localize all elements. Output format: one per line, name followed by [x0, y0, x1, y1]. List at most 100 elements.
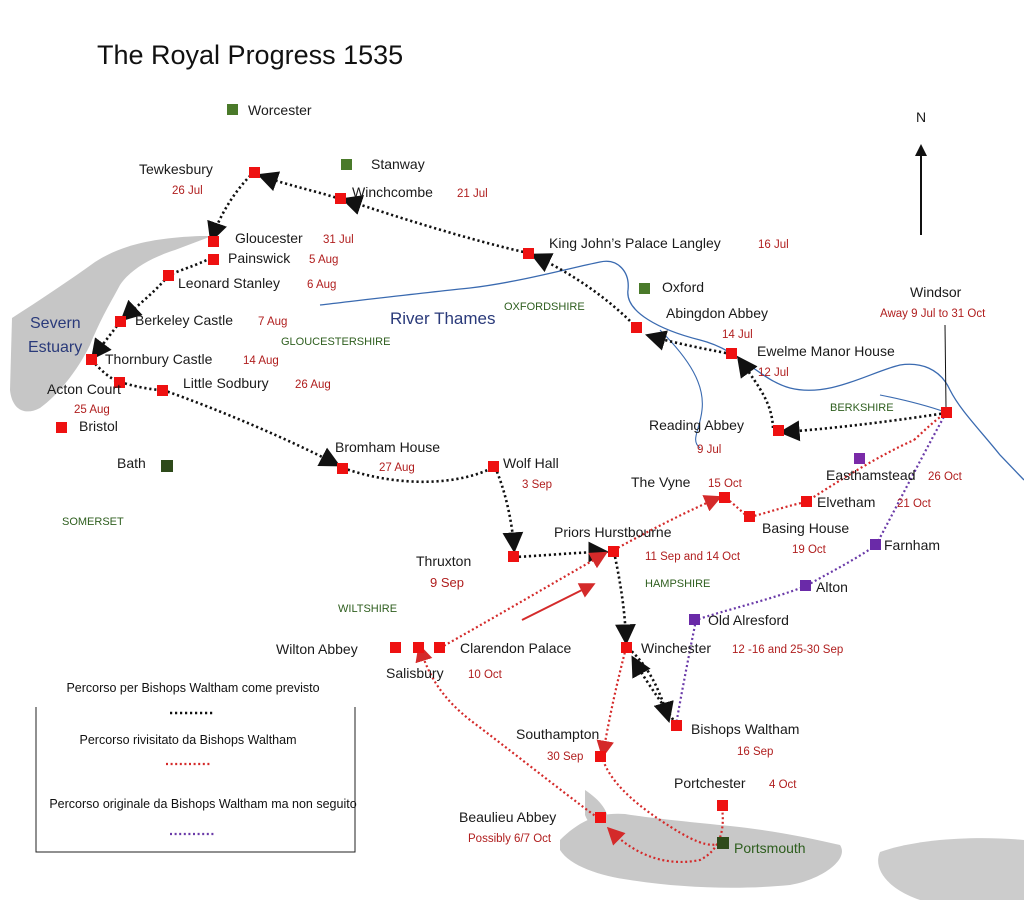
stop-windsor: Windsor Away 9 Jul to 31 Oct [880, 284, 986, 418]
svg-text:Little Sodbury: Little Sodbury [183, 375, 269, 391]
stop-thornbury-castle: Thornbury Castle 14 Aug [86, 351, 279, 367]
svg-text:Windsor: Windsor [910, 284, 962, 300]
stop-langley: King John’s Palace Langley 16 Jul [523, 235, 789, 259]
stop-basing-house: Basing House 19 Oct [744, 511, 849, 556]
svg-text:Beaulieu Abbey: Beaulieu Abbey [459, 809, 556, 825]
svg-text:Priors Hurstbourne: Priors Hurstbourne [554, 524, 672, 540]
stop-painswick: Painswick 5 Aug [208, 250, 338, 266]
town-bath: Bath [117, 455, 173, 472]
route-unused [674, 412, 947, 726]
svg-text:Clarendon Palace: Clarendon Palace [460, 640, 572, 656]
svg-text:The Vyne: The Vyne [631, 474, 691, 490]
svg-text:19 Oct: 19 Oct [792, 544, 827, 556]
legend-planned-label: Percorso per Bishops Waltham come previs… [66, 681, 319, 695]
stop-bromham-house: Bromham House 27 Aug [335, 439, 440, 474]
svg-text:21 Jul: 21 Jul [457, 188, 488, 200]
svg-text:Bristol: Bristol [79, 418, 118, 434]
svg-text:Portchester: Portchester [674, 775, 746, 791]
svg-text:Gloucester: Gloucester [235, 230, 303, 246]
svg-text:Ewelme Manor House: Ewelme Manor House [757, 343, 895, 359]
map-title: The Royal Progress 1535 [97, 40, 403, 70]
river-thames-branch [659, 329, 703, 449]
legend: Percorso per Bishops Waltham come previs… [35, 681, 357, 853]
svg-text:Bath: Bath [117, 455, 146, 471]
svg-text:26 Aug: 26 Aug [295, 379, 331, 391]
stop-the-vyne: The Vyne 15 Oct [631, 474, 743, 503]
stop-beaulieu-abbey: Beaulieu Abbey Possibly 6/7 Oct [459, 809, 606, 845]
svg-text:Salisbury: Salisbury [386, 665, 444, 681]
county-wiltshire: WILTSHIRE [338, 603, 397, 615]
svg-text:Southampton: Southampton [516, 726, 599, 742]
stop-bristol: Bristol [56, 418, 118, 434]
stop-elvetham: Elvetham 21 Oct [801, 494, 932, 510]
svg-text:Wolf Hall: Wolf Hall [503, 455, 559, 471]
svg-text:26 Jul: 26 Jul [172, 185, 203, 197]
svg-text:4 Oct: 4 Oct [769, 779, 797, 791]
svg-text:Portsmouth: Portsmouth [734, 840, 806, 856]
river-label: River Thames [390, 309, 496, 328]
svg-text:11 Sep and 14 Oct: 11 Sep and 14 Oct [645, 551, 741, 563]
svg-text:6 Aug: 6 Aug [307, 279, 336, 291]
county-somerset: SOMERSET [62, 516, 124, 528]
solent-coast-shape [560, 813, 842, 888]
svg-text:Bromham House: Bromham House [335, 439, 440, 455]
stop-priors-hurstbourne: Priors Hurstbourne 11 Sep and 14 Oct [554, 524, 741, 563]
stop-winchcombe: Winchcombe 21 Jul [335, 184, 488, 204]
unused-stop-farnham: Farnham [870, 537, 940, 553]
svg-text:Wilton Abbey: Wilton Abbey [276, 641, 358, 657]
stop-clarendon-palace: Clarendon Palace [434, 640, 572, 656]
svg-text:10 Oct: 10 Oct [468, 669, 503, 681]
north-label: N [916, 109, 926, 125]
town-portsmouth: Portsmouth [717, 837, 806, 856]
stop-acton-court: Acton Court 25 Aug [47, 377, 125, 416]
svg-text:Old Alresford: Old Alresford [708, 612, 789, 628]
svg-text:Stanway: Stanway [371, 156, 425, 172]
svg-text:12 -16 and 25-30 Sep: 12 -16 and 25-30 Sep [732, 644, 843, 656]
unused-stop-alton: Alton [800, 579, 848, 595]
svg-text:9 Jul: 9 Jul [697, 444, 721, 456]
svg-text:Reading Abbey: Reading Abbey [649, 417, 744, 433]
svg-text:Thornbury Castle: Thornbury Castle [105, 351, 213, 367]
town-oxford: Oxford [639, 279, 704, 295]
svg-text:5 Aug: 5 Aug [309, 254, 338, 266]
county-gloucestershire: GLOUCESTERSHIRE [281, 336, 390, 348]
svg-text:King John’s Palace Langley: King John’s Palace Langley [549, 235, 721, 251]
stop-easthamstead: Easthamstead 26 Oct [826, 453, 963, 483]
stop-winchester: Winchester 12 -16 and 25-30 Sep [621, 640, 843, 656]
svg-text:9 Sep: 9 Sep [430, 575, 464, 590]
north-arrow [915, 144, 927, 235]
estuary-label-line2: Estuary [28, 339, 82, 356]
svg-text:Abingdon Abbey: Abingdon Abbey [666, 305, 768, 321]
svg-text:Easthamstead: Easthamstead [826, 467, 916, 483]
svg-text:Painswick: Painswick [228, 250, 291, 266]
svg-text:14 Jul: 14 Jul [722, 329, 753, 341]
svg-text:31 Jul: 31 Jul [323, 234, 354, 246]
svg-text:Worcester: Worcester [248, 102, 312, 118]
stop-leonard-stanley: Leonard Stanley 6 Aug [163, 270, 336, 291]
stop-wilton-abbey: Wilton Abbey [276, 641, 401, 657]
svg-text:Possibly 6/7 Oct: Possibly 6/7 Oct [468, 833, 552, 845]
svg-text:25 Aug: 25 Aug [74, 404, 110, 416]
svg-text:Tewkesbury: Tewkesbury [139, 161, 213, 177]
svg-text:Winchcombe: Winchcombe [352, 184, 433, 200]
svg-text:21 Oct: 21 Oct [897, 498, 932, 510]
svg-text:Basing House: Basing House [762, 520, 849, 536]
stop-ewelme: Ewelme Manor House 12 Jul [726, 343, 895, 379]
county-hampshire: HAMPSHIRE [645, 578, 710, 590]
stop-little-sodbury: Little Sodbury 26 Aug [157, 375, 331, 396]
svg-text:Thruxton: Thruxton [416, 553, 471, 569]
svg-text:16 Sep: 16 Sep [737, 746, 773, 758]
svg-text:12 Jul: 12 Jul [758, 367, 789, 379]
stop-berkeley-castle: Berkeley Castle 7 Aug [115, 312, 287, 328]
svg-text:Acton Court: Acton Court [47, 381, 121, 397]
direction-arrow [521, 583, 596, 621]
stop-reading-abbey: Reading Abbey 9 Jul [649, 417, 784, 456]
stop-wolf-hall: Wolf Hall 3 Sep [488, 455, 559, 491]
unused-stop-old-alresford: Old Alresford [689, 612, 789, 628]
svg-text:30 Sep: 30 Sep [547, 751, 583, 763]
county-oxfordshire: OXFORDSHIRE [504, 301, 585, 313]
legend-unused-label: Percorso originale da Bishops Waltham ma… [49, 797, 356, 811]
svg-text:16 Jul: 16 Jul [758, 239, 789, 251]
svg-text:Elvetham: Elvetham [817, 494, 875, 510]
